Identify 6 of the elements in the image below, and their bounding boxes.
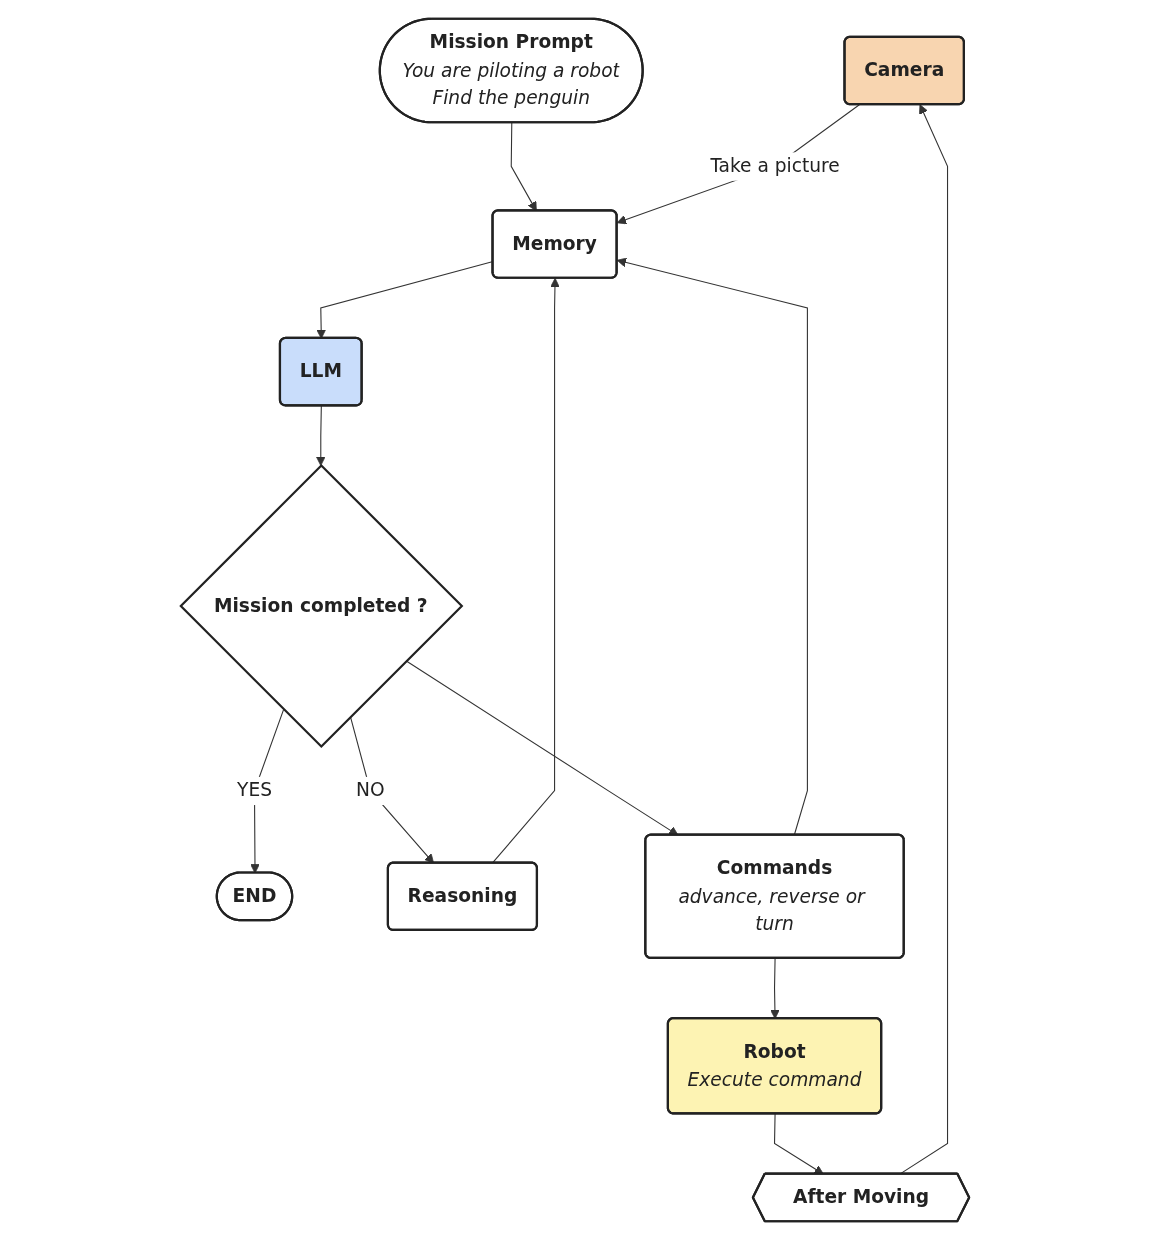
arrow xyxy=(315,405,326,466)
edge-label: NO xyxy=(355,778,385,801)
node-diamond: Mission completed ? xyxy=(179,464,464,749)
edge-label: Take a picture xyxy=(710,154,840,177)
arrow xyxy=(616,104,860,225)
edge-label: YES xyxy=(237,778,272,801)
